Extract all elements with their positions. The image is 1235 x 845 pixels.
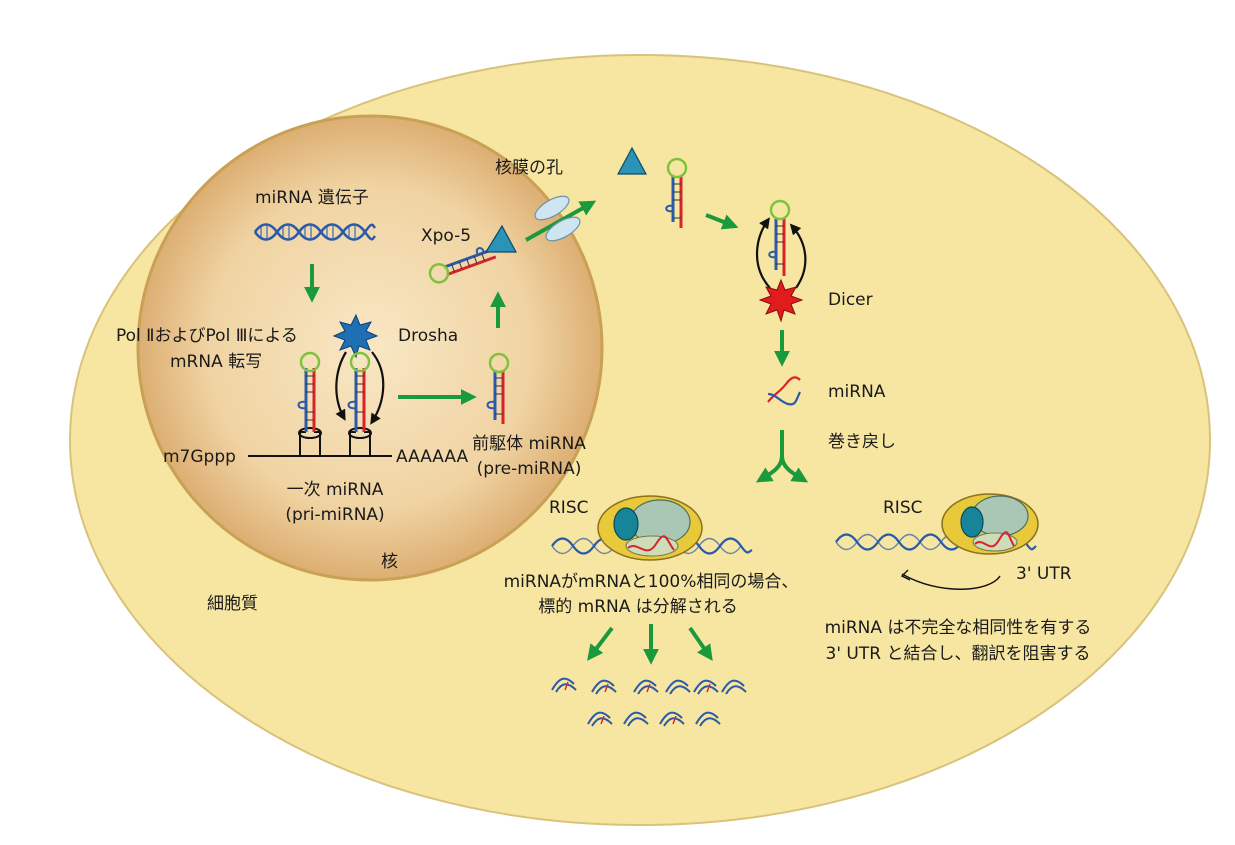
utr-label: 3' UTR (1016, 564, 1072, 584)
pre-mirna-hairpin (486, 352, 510, 424)
nucleus-label: 核 (381, 552, 398, 572)
dicer-substrate (768, 199, 791, 276)
dicer-label: Dicer (828, 290, 873, 310)
xpo5-released-icon (616, 146, 648, 175)
mirna-label: miRNA (828, 382, 886, 402)
fragment-red-strands (564, 681, 711, 725)
cytoplasmic-pre-mirna (665, 157, 688, 228)
nuclear-pore (534, 195, 581, 242)
degraded-mrna-fragments (551, 677, 747, 727)
transcription-label-line2: mRNA 転写 (170, 352, 263, 372)
pre-mirna-label-line2: (pre-miRNA) (476, 459, 582, 479)
pri-mirna (248, 351, 392, 457)
nuclear-pore-label: 核膜の孔 (495, 158, 563, 178)
risc-left-label: RISC (549, 498, 589, 518)
pre-mirna-label-line1: 前駆体 miRNA (472, 434, 586, 454)
drosha-label: Drosha (398, 326, 459, 346)
pri-mirna-label-line2: (pri-miRNA) (285, 505, 385, 525)
cap-label: m7Gppp (163, 447, 236, 467)
transcription-label-line1: Pol ⅡおよびPol Ⅲによる (116, 326, 298, 346)
dicer-cleavage-arrows (756, 217, 807, 289)
repression-text-line1: miRNA は不完全な相同性を有する (824, 618, 1092, 638)
risc-complex-left (551, 495, 753, 561)
nucleus (136, 114, 604, 582)
polya-label: AAAAAA (396, 447, 469, 467)
xpo5-complex (428, 224, 518, 284)
mirna-gene-dna (253, 223, 377, 241)
xpo5-label: Xpo-5 (421, 226, 472, 246)
risc-right-label: RISC (883, 498, 923, 518)
cleavage-text-line2: 標的 mRNA は分解される (538, 597, 738, 617)
cleavage-text-line1: miRNAがmRNAと100%相同の場合、 (503, 572, 799, 592)
drosha-enzyme (332, 313, 379, 359)
cytoplasm-label: 細胞質 (207, 594, 258, 614)
dicer-enzyme (758, 278, 804, 323)
xpo5-icon (484, 224, 518, 253)
pri-mirna-label-line1: 一次 miRNA (286, 480, 384, 500)
drosha-cleavage-arrows (335, 351, 385, 425)
unwinding-label: 巻き戻し (828, 432, 896, 452)
risc-complex-right (835, 493, 1039, 590)
repression-text-line2: 3' UTR と結合し、翻訳を阻害する (825, 644, 1091, 664)
mirna-gene-label: miRNA 遺伝子 (255, 188, 369, 208)
mirna-duplex (767, 376, 801, 406)
